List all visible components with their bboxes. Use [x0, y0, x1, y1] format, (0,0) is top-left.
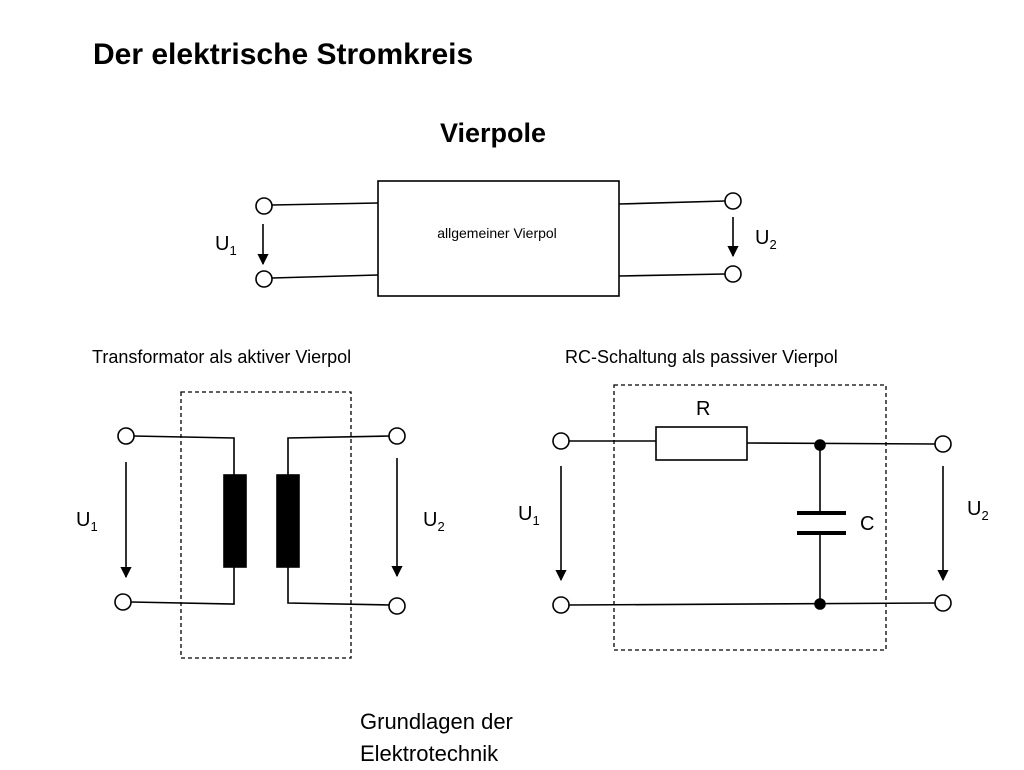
transformer-secondary-coil — [276, 474, 300, 568]
footer-note: Grundlagen der Elektrotechnik — [360, 706, 513, 770]
general-terminal-out-top — [724, 192, 742, 210]
rc-terminal-in-top — [552, 432, 570, 450]
transformer-label-u1: U1 — [76, 509, 98, 534]
general-box — [377, 180, 620, 297]
rc-wire-bottom — [568, 602, 936, 606]
rc-label-resistor: R — [696, 398, 710, 420]
footer-line-2: Elektrotechnik — [360, 741, 499, 766]
rc-circuit — [552, 384, 952, 651]
general-terminal-out-bottom — [724, 265, 742, 283]
general-vierpol — [255, 180, 742, 297]
transformer-terminal-in-bottom — [114, 593, 132, 611]
transformer-wire-primary-bottom — [130, 566, 235, 605]
general-wire-in-top — [271, 202, 379, 206]
rc-terminal-out-bottom — [934, 594, 952, 612]
footer-line-1: Grundlagen der — [360, 709, 513, 734]
transformer-terminal-in-top — [117, 427, 135, 445]
general-wire-out-bottom — [618, 273, 726, 277]
transformer-primary-coil — [223, 474, 247, 568]
transformer-wire-secondary-bottom — [287, 566, 390, 606]
page-title: Der elektrische Stromkreis — [93, 38, 474, 71]
transformer-label-u2: U2 — [423, 509, 445, 534]
rc-dashed-frame — [613, 384, 887, 651]
rc-caption: RC-Schaltung als passiver Vierpol — [565, 347, 838, 367]
general-label-u1: U1 — [215, 233, 237, 258]
general-label-u2: U2 — [755, 227, 777, 252]
rc-junction-bottom — [814, 598, 826, 610]
rc-terminal-in-bottom — [552, 596, 570, 614]
rc-resistor — [655, 426, 748, 461]
transformer-caption: Transformator als aktiver Vierpol — [92, 347, 351, 367]
transformer-terminal-out-top — [388, 427, 406, 445]
general-terminal-in-top — [255, 197, 273, 215]
rc-label-u1: U1 — [518, 503, 540, 528]
general-wire-out-top — [618, 200, 726, 205]
page-subtitle: Vierpole — [440, 118, 547, 148]
transformer-circuit — [114, 391, 406, 659]
general-wire-in-bottom — [271, 274, 379, 279]
transformer-wire-primary-top — [132, 435, 235, 476]
transformer-terminal-out-bottom — [388, 597, 406, 615]
rc-junction-top — [814, 439, 826, 451]
transformer-wire-secondary-top — [287, 435, 390, 476]
general-box-label: allgemeiner Vierpol — [437, 225, 557, 241]
general-terminal-in-bottom — [255, 270, 273, 288]
rc-wire-out-top — [746, 442, 936, 445]
transformer-dashed-frame — [180, 391, 352, 659]
rc-label-capacitor: C — [860, 513, 874, 535]
rc-terminal-out-top — [934, 435, 952, 453]
rc-label-u2: U2 — [967, 498, 989, 523]
